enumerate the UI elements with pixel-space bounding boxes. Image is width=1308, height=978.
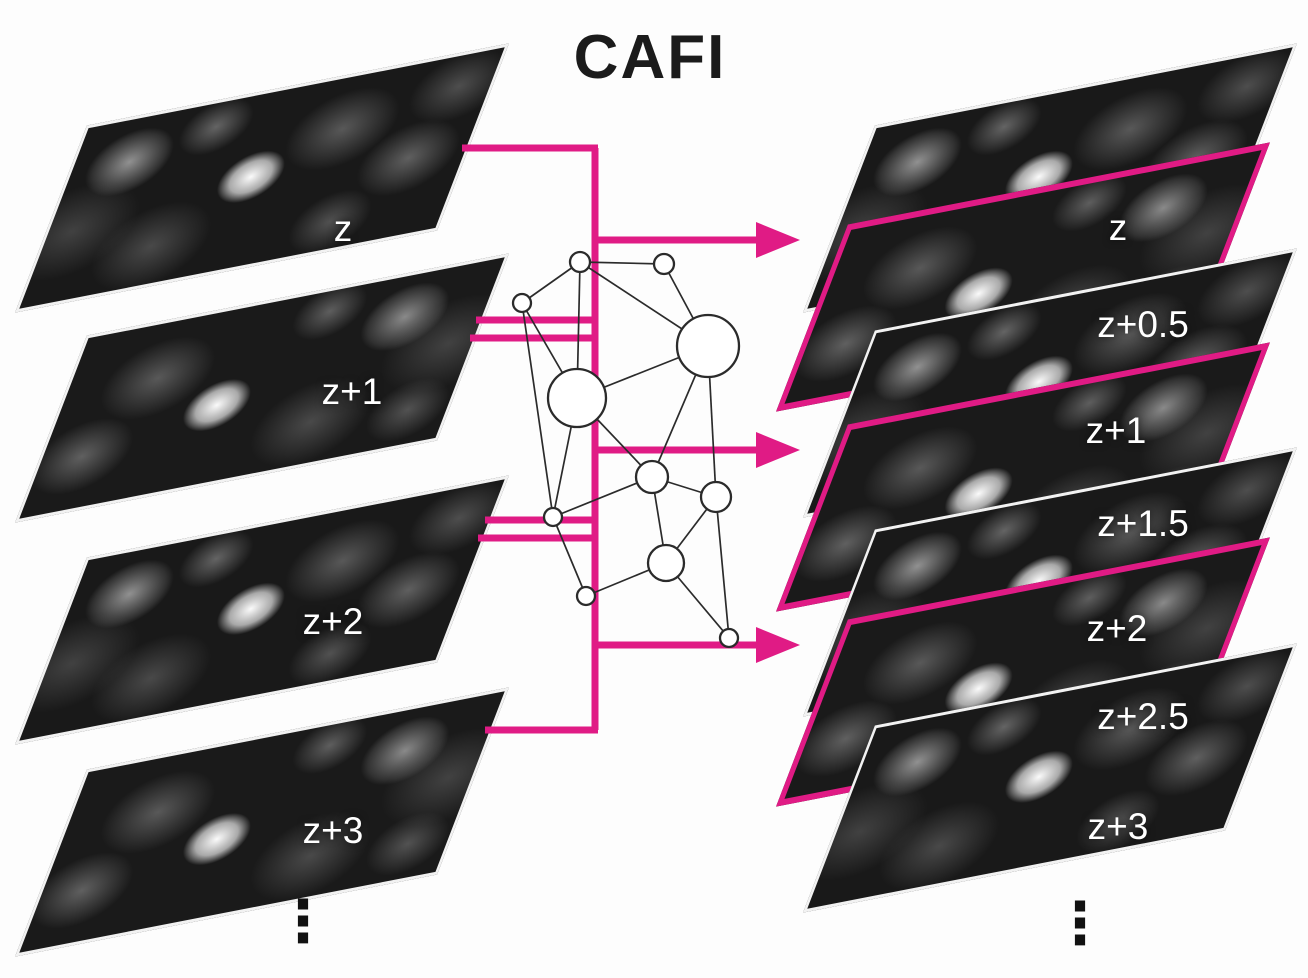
diagram-title: CAFI [573,23,727,92]
interpolation-arrows [595,222,800,663]
left-stack-ellipsis: ⋮ [274,887,332,955]
arrow-head-z05 [756,222,800,258]
arrow-head-z15 [756,432,800,468]
output-slice-label-z3: z+3 [1087,806,1149,847]
input-slice-label-z2: z+2 [302,601,364,642]
network-node [542,506,564,528]
output-slice-label-z: z [1108,207,1128,248]
network-node [699,480,733,514]
output-slice-label-z15: z+1.5 [1097,503,1189,544]
network-node [646,543,686,583]
input-slice-label-z1: z+1 [321,371,383,412]
arrow-head-z25 [756,627,800,663]
network-node [634,459,670,495]
network-node [575,585,597,607]
network-node [568,250,592,274]
network-node [718,627,740,649]
output-slice-label-z2: z+2 [1086,608,1148,649]
network-node [511,292,533,314]
network-node [675,313,741,379]
input-slice-label-z3: z+3 [302,810,364,851]
network-node [546,367,608,429]
input-slice-label-z: z [333,208,353,249]
output-slice-label-z05: z+0.5 [1097,304,1189,345]
right-stack-ellipsis: ⋮ [1051,889,1109,957]
neural-network-graph [511,250,741,649]
output-slice-label-z1: z+1 [1085,410,1147,451]
input-connector-lines [462,144,599,734]
output-slice-label-z25: z+2.5 [1097,696,1189,737]
network-node [652,252,676,276]
